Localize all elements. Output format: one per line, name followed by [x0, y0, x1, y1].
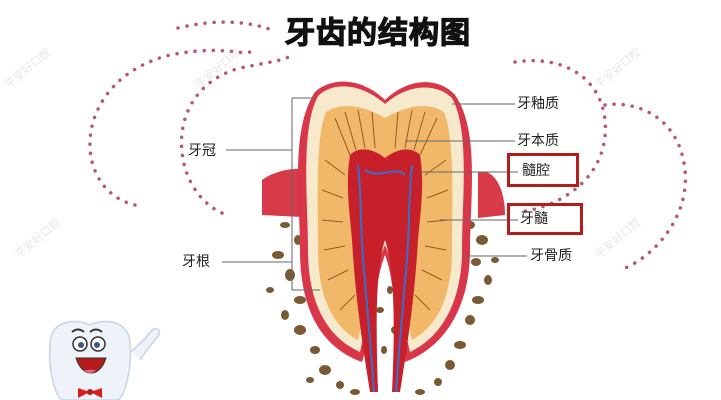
- label-pulp: 牙髓: [520, 211, 548, 227]
- gum-right: [478, 171, 505, 218]
- label-root: 牙根: [182, 254, 210, 270]
- dotted-circle-decoration: [88, 20, 688, 272]
- cartoon-tooth-mascot: [48, 320, 161, 400]
- label-enamel: 牙釉质: [517, 96, 559, 112]
- blood-vessels: [357, 164, 413, 393]
- highlight-box-pulp-cavity: [507, 153, 579, 187]
- dentin-tubules: [321, 109, 449, 311]
- leader-lines: [222, 97, 527, 291]
- label-crown: 牙冠: [188, 143, 216, 159]
- highlight-box-pulp: [507, 203, 583, 235]
- label-pulp-cavity: 髓腔: [522, 163, 550, 179]
- pulp: [347, 149, 423, 392]
- label-dentin: 牙本质: [517, 133, 559, 149]
- label-cementum: 牙骨质: [530, 248, 572, 264]
- diagram-title: 牙齿的结构图: [284, 15, 471, 51]
